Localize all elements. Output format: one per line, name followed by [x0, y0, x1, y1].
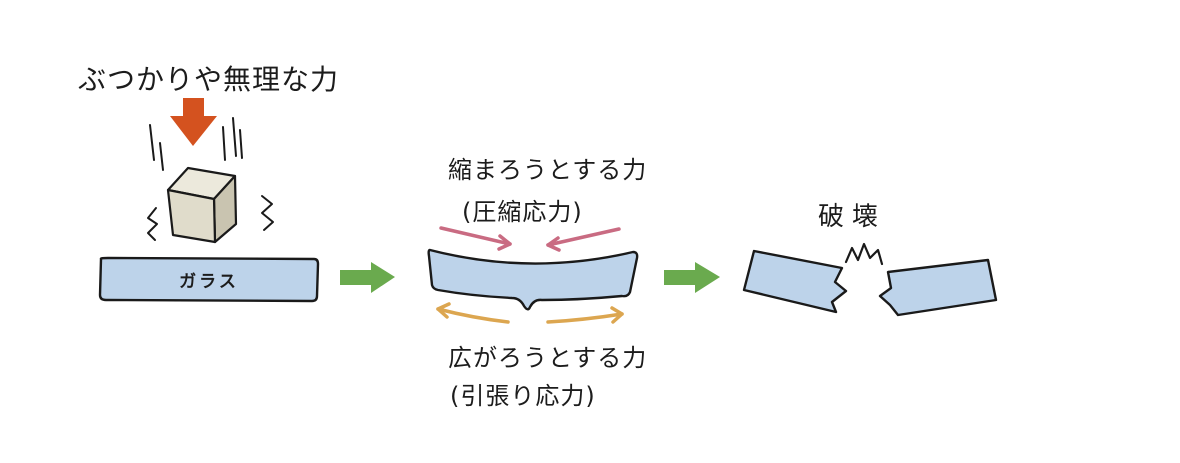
crack-spark-icon: [844, 242, 884, 266]
shake-lines-icon: [147, 195, 274, 241]
compression-arrows: [439, 226, 621, 252]
right-arrow-icon: [664, 262, 720, 293]
broken-glass-left: [742, 249, 848, 314]
tension-label: 広がろうとする力: [448, 344, 648, 372]
tension-sublabel: (引張り応力): [450, 382, 596, 410]
broken-glass-right: [878, 258, 998, 317]
glass-label: ガラス: [179, 271, 239, 292]
bent-glass-plate: [427, 248, 639, 311]
motion-lines-icon: [149, 117, 243, 171]
tension-arrows: [436, 302, 624, 324]
compression-label: 縮まろうとする力: [448, 156, 648, 184]
glass-plate: [98, 256, 320, 303]
force-arrow-icon: [170, 98, 217, 146]
cube-icon: [166, 166, 238, 244]
right-arrow-icon: [340, 262, 395, 293]
compression-sublabel: (圧縮応力): [462, 198, 583, 226]
break-label: 破壊: [818, 202, 887, 232]
impact-force-label: ぶつかりや無理な力: [78, 63, 340, 96]
